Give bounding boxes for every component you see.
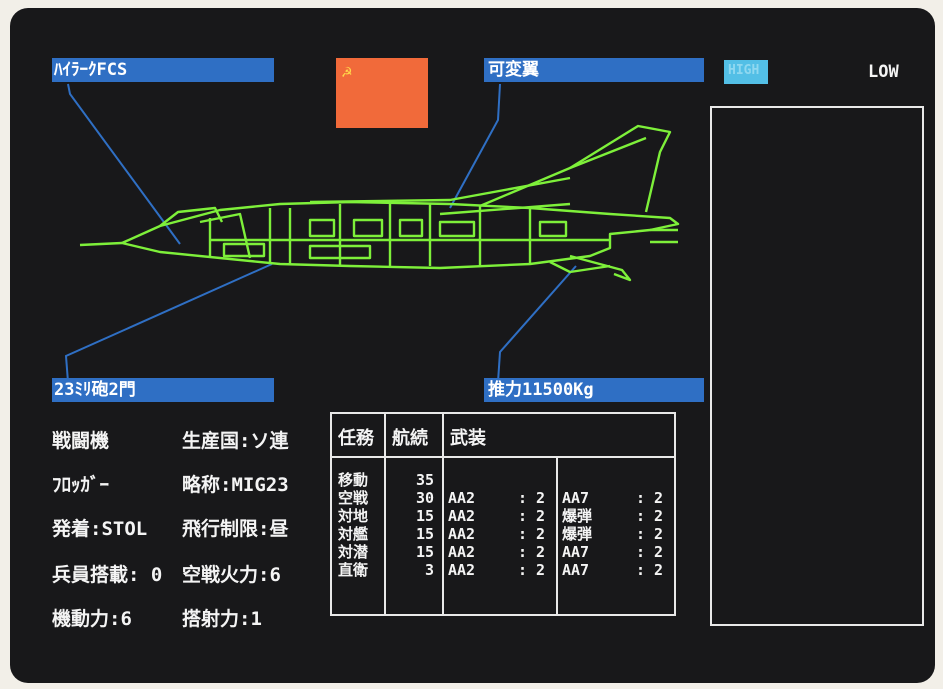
fcs-label: ﾊｲﾗｰｸFCS (54, 60, 128, 80)
aircraft-type: 戦闘機 (52, 430, 110, 452)
fcs-label-bar (52, 58, 274, 82)
table-row-qty-1: : 2 (518, 561, 546, 579)
table-row-weapon-1: AA2 (448, 489, 476, 507)
table-row-mission: 直衛 (338, 561, 369, 579)
table-row-mission: 空戦 (338, 489, 369, 507)
table-row-weapon-1: AA2 (448, 525, 476, 543)
table-row-mission: 対地 (338, 507, 369, 525)
aircraft-takeoff: 発着:STOL (52, 518, 148, 540)
aircraft-wireframe (64, 83, 680, 383)
aircraft-country: 生産国:ソ連 (182, 430, 289, 452)
aircraft-name: 略称:MIG23 (182, 474, 289, 496)
hammer-sickle-icon: ☭ (342, 62, 352, 81)
table-row-weapon-2: AA7 (562, 489, 590, 507)
table-row-qty-2: : 2 (636, 489, 664, 507)
ussr-flag-icon: ☭ (336, 58, 428, 128)
table-row-qty-2: : 2 (636, 525, 664, 543)
wing-label-bar (484, 58, 704, 82)
thrust-leader-line (497, 265, 577, 383)
table-row-range: 30 (415, 489, 434, 507)
table-header-divider (332, 456, 674, 458)
table-col-divider-3 (556, 458, 558, 614)
table-row-weapon-2: 爆弾 (562, 525, 593, 543)
table-row-qty-2: : 2 (636, 543, 664, 561)
table-row-qty-2: : 2 (636, 561, 664, 579)
table-header-range: 航続 (392, 428, 428, 449)
aircraft-range: 搭射力:1 (182, 608, 262, 630)
table-row-mission: 対潜 (338, 543, 369, 561)
table-row-range: 3 (424, 561, 434, 579)
table-row-range: 15 (415, 525, 434, 543)
table-row-range: 15 (415, 507, 434, 525)
table-row-mission: 対艦 (338, 525, 369, 543)
table-row-qty-1: : 2 (518, 507, 546, 525)
thrust-label: 推力11500Kg (488, 380, 594, 400)
aircraft-air-fire: 空戦火力:6 (182, 564, 281, 586)
side-info-panel (710, 106, 924, 626)
table-header-mission: 任務 (338, 428, 374, 449)
table-row-weapon-1: AA2 (448, 543, 476, 561)
gun-leader-line (64, 263, 273, 383)
table-row-weapon-1: AA2 (448, 507, 476, 525)
table-row-qty-1: : 2 (518, 525, 546, 543)
table-col-divider-1 (384, 414, 386, 614)
gun-label: 23ﾐﾘ砲2門 (54, 380, 136, 400)
wing-leader-line (449, 83, 501, 209)
table-row-qty-1: : 2 (518, 543, 546, 561)
thrust-label-bar (484, 378, 704, 402)
aircraft-mobility: 機動力:6 (52, 608, 132, 630)
altitude-mode-value: LOW (868, 62, 899, 82)
table-row-weapon-2: AA7 (562, 561, 590, 579)
gun-label-bar (52, 378, 274, 402)
wing-label: 可変翼 (488, 60, 539, 80)
table-header-weapons: 武装 (450, 428, 486, 449)
table-row-qty-2: : 2 (636, 507, 664, 525)
aircraft-flight-limit: 飛行制限:昼 (182, 518, 289, 540)
mission-table: 任務 航続 武装 移動 35 空戦 30 AA2 : 2 AA7 : 2 対地 … (330, 412, 676, 616)
altitude-mode-chip-label: HIGH (728, 63, 760, 78)
mig23-outline (79, 124, 680, 282)
altitude-mode-chip[interactable]: HIGH (724, 60, 768, 84)
table-row-range: 15 (415, 543, 434, 561)
table-row-qty-1: : 2 (518, 489, 546, 507)
table-col-divider-2 (442, 414, 444, 614)
table-row-weapon-2: 爆弾 (562, 507, 593, 525)
table-row-weapon-2: AA7 (562, 543, 590, 561)
table-row-range: 35 (415, 471, 434, 489)
fcs-leader-line (67, 83, 181, 245)
table-row-mission: 移動 (338, 471, 369, 489)
game-screen: ﾊｲﾗｰｸFCS ☭ 可変翼 HIGH LOW (10, 8, 935, 683)
aircraft-troops: 兵員搭載: 0 (52, 564, 163, 586)
aircraft-nickname: ﾌﾛｯｶﾞｰ (52, 474, 110, 496)
table-row-weapon-1: AA2 (448, 561, 476, 579)
